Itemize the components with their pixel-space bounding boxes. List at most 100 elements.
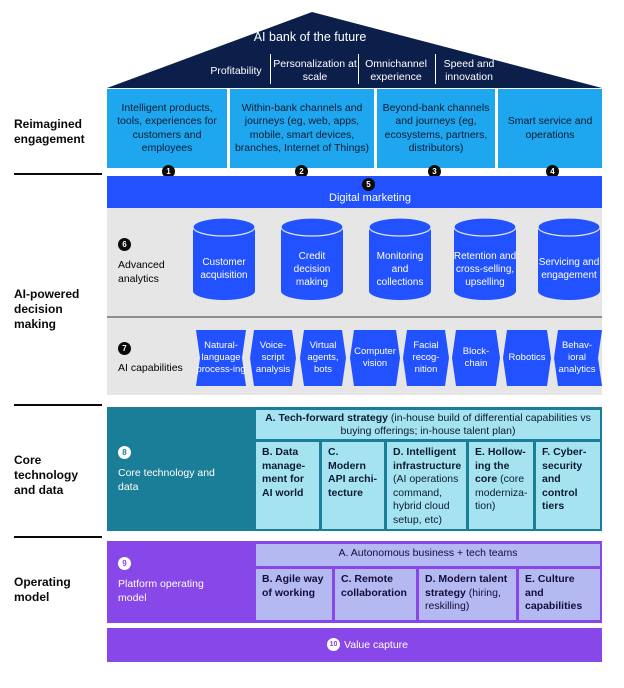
engagement-box-1: Intelligent products, tools, experiences… (107, 89, 227, 168)
section-divider (14, 404, 102, 406)
hexagon-shape (196, 330, 246, 386)
number-badge-6: 6 (118, 238, 131, 251)
number-badge-2: 2 (295, 165, 308, 178)
database-icon (537, 217, 601, 300)
capability-blockchain: Block-chain (452, 330, 500, 386)
section-label-engagement: Reimagined engagement (14, 117, 85, 146)
core-cell-detail: (AI operations command, hybrid cloud set… (393, 473, 459, 526)
core-cell-e: E. Hollow-ing the core (core moderniza-t… (469, 442, 533, 529)
hexagon-shape (554, 330, 602, 386)
advanced-analytics-label: Advanced analytics (118, 259, 165, 285)
digital-marketing-label: Digital marketing (329, 192, 411, 204)
roof-divider (435, 54, 436, 84)
section-divider (14, 536, 102, 538)
database-icon (368, 217, 432, 300)
core-cell-b: B. Data manage-ment for AI world (256, 442, 319, 529)
tech-forward-strategy: A. Tech-forward strategy (in-house build… (256, 410, 600, 439)
database-label: Customer acquisition (200, 257, 248, 281)
database-label: Monitoring and collections (376, 250, 424, 288)
operating-cell-b: B. Agile way of working (256, 569, 332, 620)
core-tech-label: Core technology and data (118, 467, 215, 493)
core-cell-f: F. Cyber-security and control tiers (536, 442, 600, 529)
capability-label: Block-chain (462, 346, 490, 369)
engagement-box-2: Within-bank channels and journeys (eg, w… (230, 89, 374, 168)
capability-label: Behav-ioral analytics (558, 340, 596, 375)
section-label-decision: AI-powered decision making (14, 287, 80, 331)
capability-robotics: Robotics (503, 330, 551, 386)
database-icon (280, 217, 344, 300)
capability-nlp: Natural-language process-ing (196, 330, 246, 386)
database-icon (453, 217, 517, 300)
core-cell-title: D. Intelligent infrastructure (393, 446, 462, 472)
engagement-box-4: Smart service and operations (498, 89, 602, 168)
roof-item-omnichannel: Omnichannel experience (365, 58, 427, 83)
roof-title: AI bank of the future (253, 30, 367, 44)
capability-facial-recognition: Facial recog-nition (403, 330, 449, 386)
database-servicing: Servicing and engagement (537, 217, 601, 301)
number-badge-3: 3 (428, 165, 441, 178)
capability-label: Facial recog-nition (412, 340, 440, 375)
tech-forward-title: A. Tech-forward strategy (265, 412, 388, 424)
hexagon-shape (300, 330, 346, 386)
core-cell-title: F. Cyber-security and control tiers (542, 446, 587, 512)
core-cell-detail: (core moderniza-tion) (475, 473, 528, 512)
capability-label: Virtual agents, bots (307, 340, 339, 375)
operating-cell-title: B. Agile way of working (262, 573, 324, 599)
value-capture-label: Value capture (344, 639, 409, 651)
roof-item-personalization: Personalization at scale (273, 58, 357, 83)
hexagon-shape (452, 330, 500, 386)
tech-forward-detail: (in-house build of differential capabili… (340, 412, 591, 437)
hexagon-shape (250, 330, 296, 386)
capability-label: Computer vision (354, 346, 396, 369)
operating-cell-title: E. Culture and capabilities (525, 573, 583, 612)
capability-voice: Voice-script analysis (250, 330, 296, 386)
database-credit-decision: Credit decision making (280, 217, 344, 301)
database-monitoring: Monitoring and collections (368, 217, 432, 301)
number-badge-9: 9 (118, 557, 131, 570)
database-retention: Retention and cross-selling, upselling (453, 217, 517, 301)
section-label-core: Core technology and data (14, 453, 79, 497)
roof-divider (358, 54, 359, 84)
capability-label: Natural-language process-ing (196, 340, 246, 375)
operating-cell-e: E. Culture and capabilities (519, 569, 600, 620)
database-label: Credit decision making (293, 250, 331, 288)
hexagon-shape (403, 330, 449, 386)
roof-divider (270, 54, 271, 84)
autonomous-teams: A. Autonomous business + tech teams (256, 544, 600, 566)
number-badge-1: 1 (162, 165, 175, 178)
operating-cell-c: C. Remote collaboration (335, 569, 416, 620)
database-label: Retention and cross-selling, upselling (453, 250, 517, 288)
operating-model-label: Platform operating model (118, 578, 204, 604)
decision-divider (107, 316, 602, 318)
operating-cell-title: D. Modern talent strategy (425, 573, 508, 599)
core-cell-title: E. Hollow-ing the core (475, 446, 526, 485)
core-cell-title: C. Modern API archi-tecture (328, 446, 378, 499)
number-badge-5: 5 (362, 178, 375, 191)
engagement-box-3: Beyond-bank channels and journeys (eg, e… (377, 89, 495, 168)
ai-capabilities-label: AI capabilities (118, 362, 183, 374)
section-divider (14, 173, 102, 175)
hexagon-shape (350, 330, 400, 386)
capability-label: Voice-script analysis (255, 340, 291, 375)
database-customer-acquisition: Customer acquisition (192, 217, 256, 301)
value-capture-bar (107, 628, 602, 662)
operating-cell-title: C. Remote collaboration (341, 573, 407, 599)
number-badge-10: 10 (327, 638, 340, 651)
capability-label: Robotics (508, 352, 546, 363)
core-cell-title: B. Data manage-ment for AI world (262, 446, 306, 499)
core-cell-d: D. Intelligent infrastructure (AI operat… (387, 442, 466, 529)
database-icon (192, 217, 256, 300)
capability-virtual-agents: Virtual agents, bots (300, 330, 346, 386)
operating-cell-detail: (hiring, reskilling) (425, 586, 501, 613)
number-badge-4: 4 (546, 165, 559, 178)
core-cell-c: C. Modern API archi-tecture (322, 442, 384, 529)
database-label: Servicing and engagement (538, 257, 600, 281)
roof-item-profitability: Profitability (210, 64, 262, 77)
number-badge-8: 8 (118, 446, 131, 459)
capability-computer-vision: Computer vision (350, 330, 400, 386)
capability-behavioral-analytics: Behav-ioral analytics (554, 330, 602, 386)
roof (107, 12, 602, 88)
section-label-operating: Operating model (14, 575, 71, 604)
hexagon-shape (503, 330, 551, 386)
operating-cell-d: D. Modern talent strategy (hiring, reski… (419, 569, 516, 620)
